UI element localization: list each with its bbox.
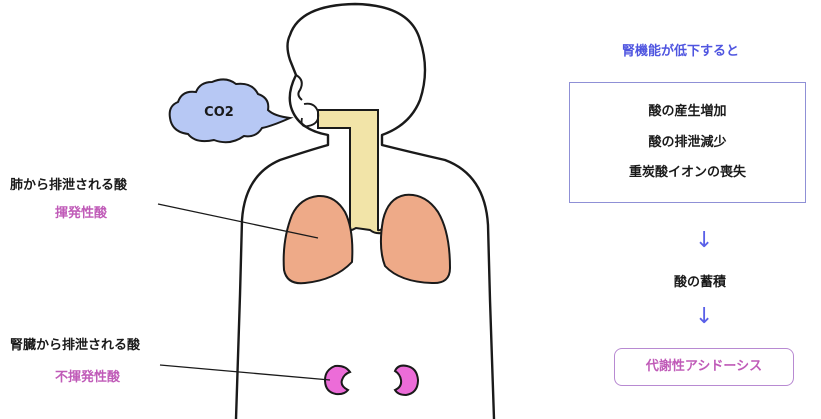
lung-acid-label: 肺から排泄される酸 (10, 179, 127, 192)
down-arrow-icon: ↓ (695, 230, 713, 252)
nonvolatile-acid-label: 不揮発性酸 (55, 371, 120, 384)
cause-item: 酸の産生増加 (570, 105, 805, 118)
flow-heading: 腎機能が低下すると (622, 45, 739, 58)
result-box: 代謝性アシドーシス (614, 348, 794, 386)
accumulation-label: 酸の蓄積 (674, 276, 726, 289)
down-arrow-icon: ↓ (695, 306, 713, 328)
cause-item: 酸の排泄減少 (570, 136, 805, 149)
kidney-acid-label: 腎臓から排泄される酸 (10, 339, 140, 352)
cause-item: 重炭酸イオンの喪失 (570, 166, 805, 179)
causes-box: 酸の産生増加 酸の排泄減少 重炭酸イオンの喪失 (569, 82, 806, 203)
volatile-acid-label: 揮発性酸 (55, 207, 107, 220)
co2-label: CO2 (189, 106, 249, 119)
